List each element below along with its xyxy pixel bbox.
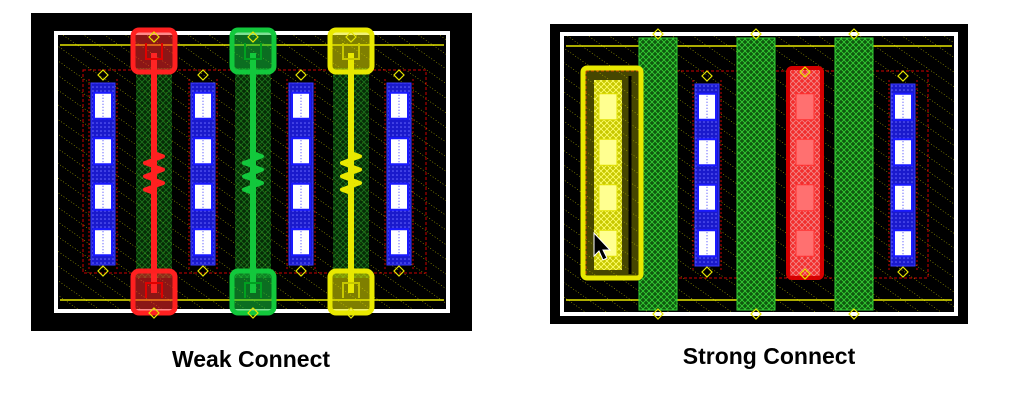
highlighted-wires	[130, 27, 375, 319]
contact-square	[598, 184, 618, 212]
weak-connect-caption: Weak Connect	[171, 346, 331, 372]
diamond-port-icon	[97, 265, 109, 277]
strong-connect-canvas	[550, 24, 968, 324]
yellow-wire	[327, 27, 375, 319]
contact-square	[291, 228, 311, 257]
diamond-port-icon	[295, 69, 307, 81]
strong-connect-layout	[550, 24, 968, 324]
contact-square	[193, 137, 213, 166]
top-pad	[130, 27, 178, 75]
contact-square	[598, 93, 618, 121]
resistor-zigzag-icon	[242, 151, 264, 195]
contact-square	[893, 92, 913, 121]
pad-contact	[342, 282, 360, 298]
diamond-port-icon	[848, 308, 860, 320]
contact-square	[93, 137, 113, 166]
bottom-pad	[130, 268, 178, 316]
diamond-port-icon	[295, 265, 307, 277]
strong-connect-caption: Strong Connect	[682, 343, 856, 369]
contact-square	[93, 228, 113, 257]
diamond-port-icon	[750, 28, 762, 40]
yellow-highlight-region	[580, 65, 644, 281]
contact-square	[193, 228, 213, 257]
diamond-port-icon	[345, 31, 357, 43]
cell-boundary	[560, 32, 958, 316]
top-pad	[229, 27, 277, 75]
contact-square	[893, 138, 913, 167]
diamond-port-icon	[652, 28, 664, 40]
diamond-port-icon	[897, 70, 909, 82]
diamond-port-icon	[848, 28, 860, 40]
diamond-port-icon	[393, 69, 405, 81]
pad-contact	[145, 282, 163, 298]
diamond-port-icon	[247, 31, 259, 43]
diamond-port-icon	[247, 307, 259, 319]
diamond-port-icon	[197, 265, 209, 277]
contact-square	[93, 91, 113, 120]
green-metal-column	[736, 37, 776, 311]
contact-square	[93, 182, 113, 211]
diamond-port-icon	[897, 266, 909, 278]
contact-square	[795, 93, 815, 121]
top-pad	[327, 27, 375, 75]
contact-square	[193, 91, 213, 120]
metal-columns	[580, 28, 918, 320]
contact-square	[389, 91, 409, 120]
diamond-port-icon	[701, 70, 713, 82]
contact-square	[389, 137, 409, 166]
bottom-pad	[229, 268, 277, 316]
resistor-zigzag-icon	[340, 151, 362, 195]
contact-square	[795, 184, 815, 212]
green-wire	[229, 27, 277, 319]
diamond-port-icon	[97, 69, 109, 81]
contact-square	[795, 138, 815, 166]
contact-columns	[88, 69, 414, 277]
diamond-port-icon	[799, 66, 811, 78]
diamond-port-icon	[393, 265, 405, 277]
diamond-port-icon	[148, 31, 160, 43]
contact-square	[291, 91, 311, 120]
contact-square	[598, 138, 618, 166]
red-wire	[130, 27, 178, 319]
weak-connect-canvas	[31, 13, 472, 331]
green-metal-column	[638, 37, 678, 311]
contact-square	[795, 229, 815, 257]
contact-square	[389, 182, 409, 211]
red-highlight-column	[786, 66, 824, 280]
mouse-pointer-icon	[593, 231, 612, 261]
bottom-pad	[327, 268, 375, 316]
red-region	[786, 66, 824, 280]
contact-square	[389, 228, 409, 257]
pad-contact	[244, 43, 262, 60]
green-metal-column	[834, 37, 874, 311]
contact-square	[697, 183, 717, 212]
pad-contact	[244, 282, 262, 298]
contact-square	[291, 182, 311, 211]
contact-square	[291, 137, 311, 166]
diamond-port-icon	[148, 307, 160, 319]
contact-square	[697, 229, 717, 258]
resistor-zigzag-icon	[143, 151, 165, 195]
diamond-port-icon	[799, 268, 811, 280]
diamond-port-icon	[345, 307, 357, 319]
pad-contact	[145, 43, 163, 60]
contact-square	[893, 183, 913, 212]
diamond-port-icon	[652, 308, 664, 320]
contact-square	[893, 229, 913, 258]
contact-square	[697, 92, 717, 121]
pad-contact	[342, 43, 360, 60]
weak-connect-layout	[31, 13, 472, 331]
contact-square	[697, 138, 717, 167]
diamond-port-icon	[197, 69, 209, 81]
diamond-port-icon	[750, 308, 762, 320]
contact-square	[193, 182, 213, 211]
diamond-port-icon	[701, 266, 713, 278]
